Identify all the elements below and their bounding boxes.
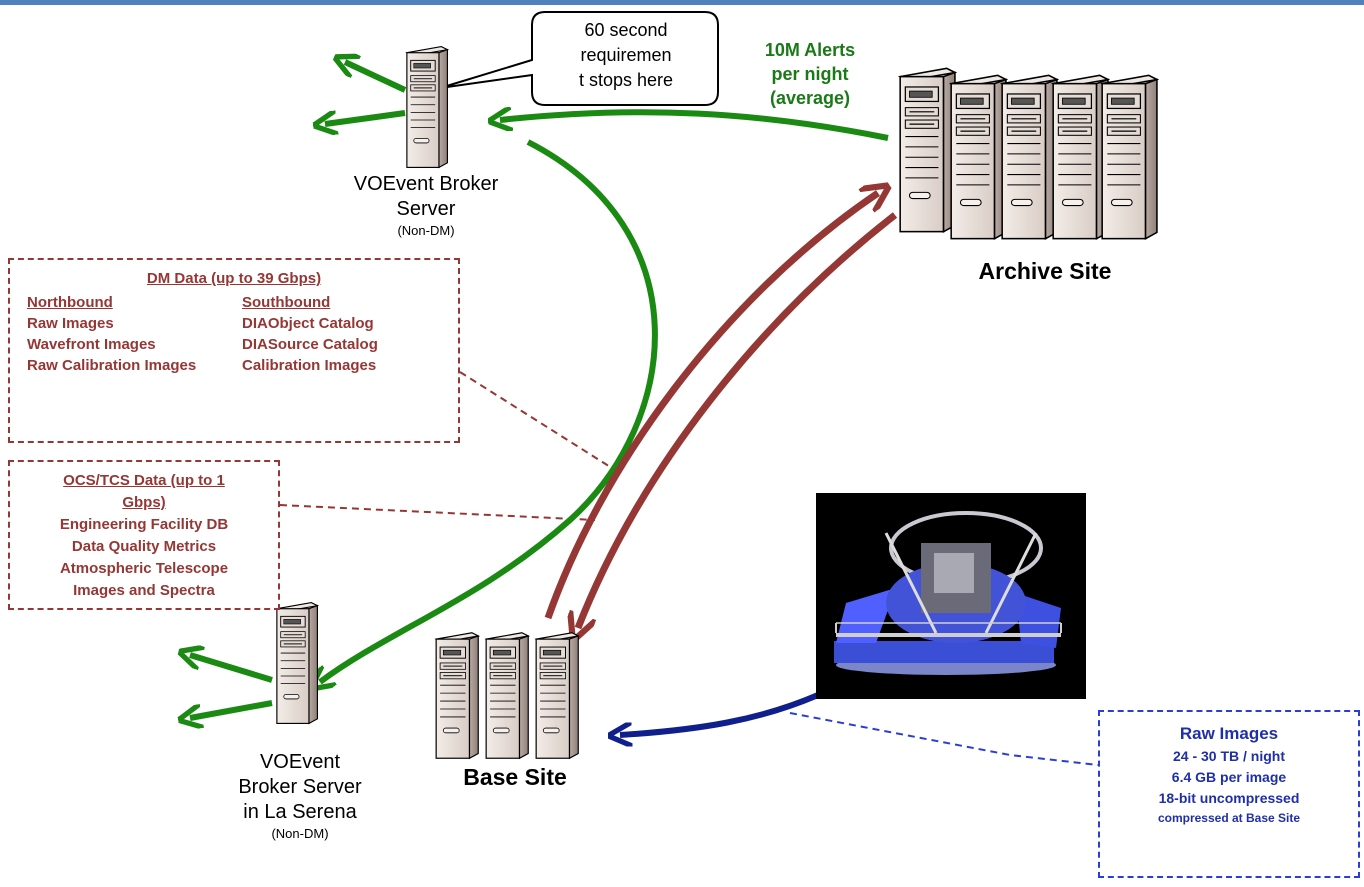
base-server-3-icon xyxy=(535,631,580,760)
raw-images-item: 24 - 30 TB / night xyxy=(1172,748,1285,764)
broker-laserena-label: VOEvent Broker Server in La Serena (Non-… xyxy=(225,750,375,842)
base-server-2-icon xyxy=(485,631,530,760)
northbound-arrow xyxy=(544,193,878,620)
laserena-out-arrow-1 xyxy=(190,655,273,683)
dm-southbound-item: DIAObject Catalog xyxy=(242,315,374,332)
raw-images-item: 6.4 GB per image xyxy=(1171,769,1287,785)
ocs-item: Atmospheric Telescope xyxy=(59,560,229,577)
callout-line-3: t stops here xyxy=(578,70,674,90)
base-server-1-icon xyxy=(435,631,480,760)
telescope-image xyxy=(816,493,1086,699)
ocs-data-text: OCS/TCS Data (up to 1 Gbps) Engineering … xyxy=(8,470,280,602)
callout-text: 60 second requiremen t stops here xyxy=(540,18,712,93)
ocs-item: Data Quality Metrics xyxy=(71,538,217,555)
broker-out-arrow-2 xyxy=(325,110,406,124)
dm-northbound-column: Northbound Raw Images Wavefront Images R… xyxy=(27,292,247,376)
ocs-title-line-2: Gbps) xyxy=(122,494,166,511)
callout-line-1: 60 second xyxy=(584,20,668,40)
broker-laserena-line-1: VOEvent xyxy=(259,751,341,773)
dm-southbound-item: Calibration Images xyxy=(242,357,377,374)
laserena-out-arrow-2 xyxy=(190,700,273,718)
southbound-arrow xyxy=(578,212,898,628)
dm-southbound-item: DIASource Catalog xyxy=(242,336,378,353)
broker-top-server-icon xyxy=(406,45,449,169)
dm-northbound-item: Raw Calibration Images xyxy=(27,357,197,374)
alerts-line-3: (average) xyxy=(769,88,851,108)
archive-server-2-icon xyxy=(950,74,1007,240)
broker-out-arrow-1 xyxy=(345,62,407,93)
laserena-server-icon xyxy=(276,601,319,725)
dm-northbound-item: Raw Images xyxy=(27,315,114,332)
archive-server-4-icon xyxy=(1052,74,1109,240)
archive-server-3-icon xyxy=(1001,74,1058,240)
dm-leader-line xyxy=(459,371,616,471)
top-rule xyxy=(0,0,1364,5)
broker-top-line-2: Server xyxy=(396,198,456,220)
archive-site-label: Archive Site xyxy=(978,258,1112,284)
dm-data-title-text: DM Data (up to 39 Gbps) xyxy=(146,270,322,287)
broker-laserena-line-3: in La Serena xyxy=(243,801,357,823)
broker-laserena-line-2: Broker Server xyxy=(238,776,362,798)
alerts-line-1: 10M Alerts xyxy=(764,40,856,60)
broker-top-line-1: VOEvent Broker xyxy=(353,173,499,195)
archive-server-5-icon xyxy=(1101,74,1158,240)
alerts-arrow xyxy=(500,112,889,141)
ocs-title-line-1: OCS/TCS Data (up to 1 xyxy=(63,472,225,489)
archive-server-1-icon xyxy=(899,67,956,233)
ocs-leader-line xyxy=(279,504,596,521)
base-site-label: Base Site xyxy=(463,764,567,790)
dm-northbound-header: Northbound xyxy=(27,294,113,311)
dm-southbound-column: Southbound DIAObject Catalog DIASource C… xyxy=(242,292,452,376)
dm-southbound-header: Southbound xyxy=(242,294,331,311)
ocs-item: Engineering Facility DB xyxy=(59,516,229,533)
ocs-data-box xyxy=(8,460,280,610)
alerts-line-2: per night xyxy=(771,64,849,84)
broker-laserena-note: (Non-DM) xyxy=(271,826,329,841)
callout-bubble xyxy=(439,11,719,106)
dm-data-title: DM Data (up to 39 Gbps) xyxy=(8,268,460,289)
broker-top-label: VOEvent Broker Server (Non-DM) xyxy=(320,172,532,239)
alerts-to-laserena-arrow xyxy=(320,139,658,682)
raw-images-item: compressed at Base Site xyxy=(1157,811,1301,825)
raw-leader-line xyxy=(789,712,1099,766)
raw-images-arrow xyxy=(620,692,820,735)
raw-images-item: 18-bit uncompressed xyxy=(1158,790,1300,806)
dm-northbound-item: Wavefront Images xyxy=(27,336,156,353)
broker-top-note: (Non-DM) xyxy=(397,223,455,238)
alerts-label: 10M Alerts per night (average) xyxy=(735,38,885,110)
raw-images-text: Raw Images 24 - 30 TB / night 6.4 GB per… xyxy=(1098,722,1360,828)
raw-images-box xyxy=(1098,710,1360,878)
dm-data-box xyxy=(8,258,460,443)
raw-images-title: Raw Images xyxy=(1179,724,1279,743)
callout-line-2: requiremen xyxy=(580,45,672,65)
ocs-item: Images and Spectra xyxy=(73,582,215,599)
